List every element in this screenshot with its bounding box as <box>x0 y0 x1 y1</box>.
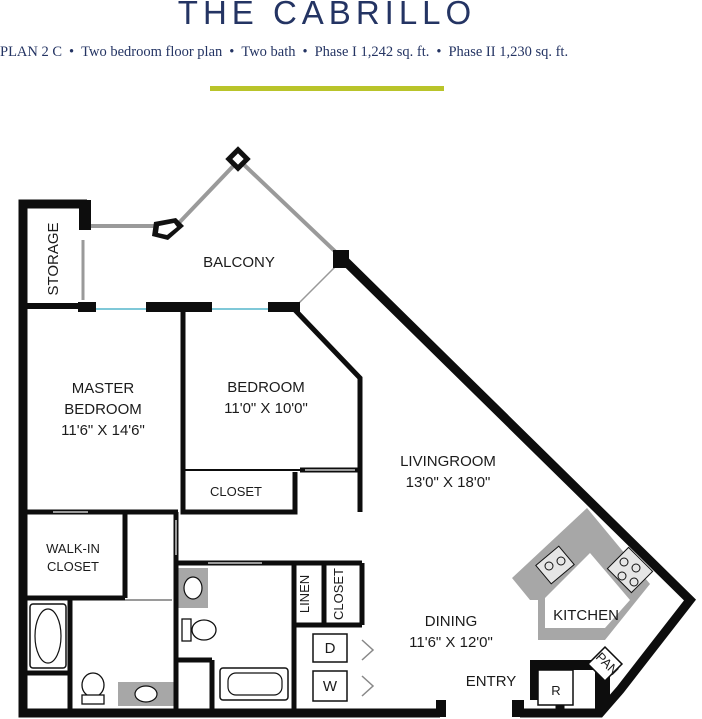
plan-code: PLAN 2 C <box>0 44 63 60</box>
toilet-tank <box>81 694 105 705</box>
accent-bar <box>210 86 444 91</box>
laundry-door <box>361 675 375 697</box>
master-bedroom-label: BEDROOM <box>64 401 142 418</box>
kitchen-sink <box>535 545 575 585</box>
fridge-label: R <box>551 683 560 698</box>
master-bedroom-label: MASTER <box>72 380 135 397</box>
balcony-label: BALCONY <box>203 254 275 271</box>
stove <box>606 546 654 594</box>
livingroom-dims: 13'0" X 18'0" <box>406 474 491 491</box>
door-openings <box>53 469 355 601</box>
pantry <box>586 645 624 683</box>
plan-type: Two bedroom floor plan <box>81 44 223 60</box>
railing-post-inner <box>232 153 244 165</box>
plan-phase1: Phase I 1,242 sq. ft. <box>314 44 430 60</box>
linen-label: LINEN <box>297 575 312 613</box>
fridge <box>537 669 574 706</box>
wall-post <box>333 250 349 268</box>
walkin-closet-label: CLOSET <box>47 559 99 574</box>
plan-bath: Two bath <box>241 44 296 60</box>
plan-phase2: Phase II 1,230 sq. ft. <box>448 44 569 60</box>
storage-label: STORAGE <box>45 222 62 295</box>
laundry-door <box>361 639 375 661</box>
railing-post-inner <box>158 223 177 235</box>
entry-jamb <box>512 700 524 717</box>
dining-dims: 11'6" X 12'0" <box>409 634 493 651</box>
balcony-railing <box>81 157 344 300</box>
livingroom-label: LIVINGROOM <box>400 453 496 470</box>
bedroom-dims: 11'0" X 10'0" <box>224 400 308 417</box>
washer-label: W <box>323 678 338 695</box>
entry-jamb <box>436 700 446 717</box>
walkin-closet-label: WALK-IN <box>46 541 100 556</box>
entry-label: ENTRY <box>466 673 517 690</box>
bathtub-basin <box>34 608 62 664</box>
washer <box>312 670 348 702</box>
kitchen-floor-cut <box>545 553 630 628</box>
closet-label: CLOSET <box>331 568 346 620</box>
toilet <box>81 672 105 698</box>
sink <box>183 576 203 600</box>
closet-label: CLOSET <box>210 484 262 499</box>
bathtub-basin <box>227 672 283 696</box>
sliding-door <box>297 261 341 305</box>
toilet <box>191 619 217 641</box>
plan-subtitle: PLAN 2 C • Two bedroom floor plan • Two bath… <box>0 44 702 61</box>
separator: • <box>229 44 235 60</box>
toilet-tank <box>181 618 192 642</box>
separator: • <box>302 44 308 60</box>
dining-label: DINING <box>425 613 478 630</box>
sink <box>134 685 158 703</box>
bedroom-label: BEDROOM <box>227 379 305 396</box>
page-title: THE CABRILLO <box>177 0 477 31</box>
separator: • <box>69 44 75 60</box>
wall-post <box>79 200 91 230</box>
master-bedroom-dims: 11'6" X 14'6" <box>61 422 145 439</box>
dryer-label: D <box>325 640 336 657</box>
separator: • <box>436 44 442 60</box>
interior-walls <box>26 307 365 713</box>
kitchen-label: KITCHEN <box>553 607 619 624</box>
dryer <box>312 633 348 663</box>
